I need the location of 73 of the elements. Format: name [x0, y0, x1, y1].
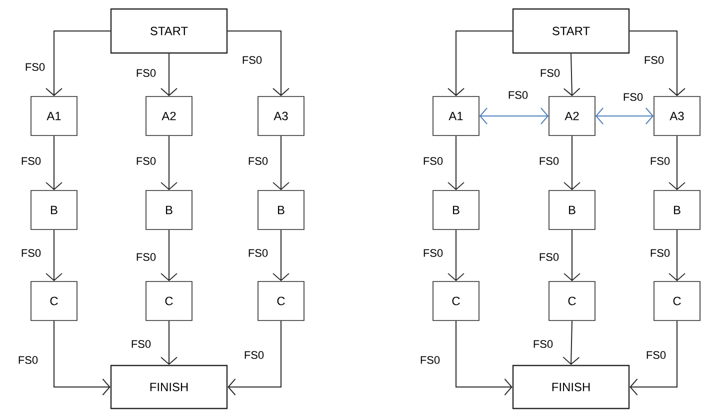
- edge-label: FS0: [538, 252, 560, 262]
- activity-box: C: [432, 281, 480, 321]
- activity-box: A2: [548, 96, 596, 136]
- arrow: [562, 320, 580, 365]
- arrow: [448, 229, 464, 282]
- edge-label: FS0: [649, 248, 671, 258]
- edge-label: FS0: [532, 340, 554, 348]
- arrow: [629, 30, 686, 96]
- activity-box: C: [548, 281, 596, 321]
- activity-box: A3: [258, 96, 304, 136]
- activity-box: C: [258, 281, 304, 321]
- arrow: [46, 229, 62, 282]
- edge-label: FS0: [649, 156, 671, 166]
- activity-box: C: [146, 281, 192, 321]
- edge-label: FS0: [135, 68, 157, 78]
- terminal-box: START: [512, 8, 630, 54]
- terminal-box: START: [110, 8, 228, 54]
- arrow: [46, 135, 62, 190]
- arrow: [228, 320, 282, 396]
- edge-label: FS0: [135, 252, 157, 262]
- edge-label: FS0: [419, 356, 441, 364]
- activity-box: B: [654, 190, 700, 230]
- arrow: [54, 320, 110, 396]
- edge-label: FS0: [20, 248, 42, 258]
- arrow: [46, 30, 111, 96]
- arrow: [272, 135, 290, 190]
- activity-box: B: [432, 190, 480, 230]
- activity-box: A1: [30, 96, 78, 136]
- activity-box: B: [258, 190, 304, 230]
- edge-label: FS0: [539, 68, 561, 78]
- arrow: [448, 30, 513, 96]
- arrow: [160, 320, 178, 365]
- edge-label: FS0: [247, 248, 269, 258]
- arrow: [563, 53, 580, 96]
- edge-label: FS0: [645, 350, 667, 360]
- edge-label: FS0: [507, 90, 529, 100]
- edge-label: FS0: [538, 156, 560, 166]
- edge-label: FS0: [17, 356, 39, 364]
- edge-label: FS0: [24, 62, 46, 72]
- arrow: [668, 229, 686, 282]
- activity-box: A2: [146, 96, 192, 136]
- arrow: [479, 108, 549, 124]
- arrow: [160, 135, 178, 190]
- edge-label: FS0: [422, 156, 444, 166]
- edge-label: FS0: [643, 56, 665, 64]
- terminal-box: FINISH: [512, 364, 630, 410]
- arrow: [448, 135, 464, 190]
- activity-box: A3: [654, 96, 700, 136]
- edge-label: FS0: [135, 156, 157, 166]
- activity-box: A1: [432, 96, 480, 136]
- arrow: [595, 108, 654, 124]
- edge-label: FS0: [243, 350, 265, 360]
- arrow: [668, 135, 686, 190]
- edge-label: FS0: [422, 248, 444, 258]
- activity-box: C: [654, 281, 700, 321]
- edge-label: FS0: [130, 340, 152, 348]
- edge-label: FS0: [20, 156, 42, 166]
- edge-label: FS0: [622, 92, 644, 102]
- activity-box: C: [30, 281, 78, 321]
- arrow: [630, 320, 678, 396]
- arrow: [160, 229, 178, 282]
- activity-box: B: [548, 190, 596, 230]
- activity-box: B: [146, 190, 192, 230]
- arrow: [160, 53, 178, 96]
- arrow: [456, 320, 512, 396]
- arrow: [564, 229, 580, 282]
- arrow: [564, 135, 580, 190]
- activity-box: B: [30, 190, 78, 230]
- arrow: [272, 229, 290, 282]
- terminal-box: FINISH: [110, 364, 228, 410]
- edge-label: FS0: [241, 56, 263, 64]
- arrow: [227, 30, 290, 96]
- edge-label: FS0: [247, 156, 269, 166]
